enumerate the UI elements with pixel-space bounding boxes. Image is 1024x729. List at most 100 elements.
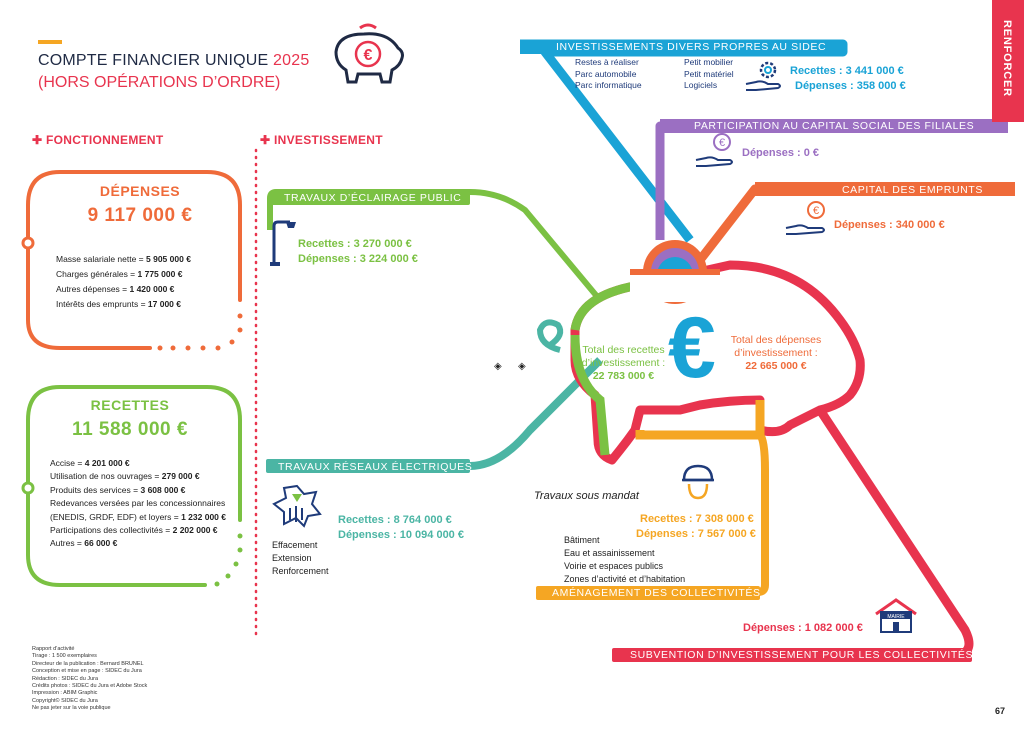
mandat-item: Zones d’activité et d’habitation xyxy=(564,574,686,584)
credit-line: Impression : ABIM Graphic xyxy=(32,690,98,697)
reseaux-list: Effacement Extension Renforcement xyxy=(272,539,329,578)
credit-line: Ne pas jeter sur la voie publique xyxy=(32,705,111,712)
recettes-item: Utilisation de nos ouvrages = 279 000 € xyxy=(50,471,200,482)
total-depenses-label: Total des dépenses d’investissement : xyxy=(730,334,822,359)
mandat-depenses: Dépenses : 7 567 000 € xyxy=(636,528,756,540)
recettes-title: RECETTES xyxy=(90,397,170,413)
depenses-card-node xyxy=(21,236,35,250)
fonctionnement-heading: ✚ FONCTIONNEMENT xyxy=(32,133,164,147)
depenses-amount: 9 117 000 € xyxy=(87,205,193,226)
eclairage-label: TRAVAUX D’ÉCLAIRAGE PUBLIC xyxy=(284,192,462,204)
credit-line: Directeur de la publication : Bernard BR… xyxy=(32,660,144,667)
credit-line: Tirage : 1 500 exemplaires xyxy=(32,653,97,660)
mandat-recettes: Recettes : 7 308 000 € xyxy=(640,513,754,525)
reseaux-item: Extension xyxy=(272,553,312,563)
gear-hand-icon xyxy=(745,61,781,91)
depenses-card-outline xyxy=(26,170,242,350)
depenses-item: Charges générales = 1 775 000 € xyxy=(56,269,183,279)
depenses-item: Autres dépenses = 1 420 000 € xyxy=(56,284,175,294)
depenses-item: Masse salariale nette = 5 905 000 € xyxy=(56,254,191,264)
divers-label: INVESTISSEMENTS DIVERS PROPRES AU SIDEC xyxy=(556,41,827,53)
svg-text:€: € xyxy=(813,205,819,217)
divers-col2: Petit mobilier Petit matériel Logiciels xyxy=(684,57,734,92)
subvention-depenses: Dépenses : 1 082 000 € xyxy=(743,622,863,634)
depenses-item: Intérêts des emprunts = 17 000 € xyxy=(56,299,181,309)
svg-text:€: € xyxy=(719,137,725,149)
euro-symbol: € xyxy=(668,300,716,396)
piggy-eye-icon: ◈ xyxy=(494,361,502,372)
divers-item: Logiciels xyxy=(684,80,718,90)
credit-line: Conception et mise en page : SIDEC du Ju… xyxy=(32,668,142,675)
depenses-card-dots xyxy=(157,313,243,351)
recettes-item: Participations des collectivités = 2 202… xyxy=(50,525,218,536)
depenses-title: DÉPENSES xyxy=(99,183,181,199)
subvention-label: SUBVENTION D’INVESTISSEMENT POUR LES COL… xyxy=(630,649,974,661)
recettes-list: Accise = 4 201 000 € Utilisation de nos … xyxy=(50,457,230,551)
page-subtitle: (HORS OPÉRATIONS D’ORDRE) xyxy=(38,74,281,91)
recettes-card-node xyxy=(21,481,35,495)
section-tab[interactable]: RENFORCER xyxy=(992,0,1024,122)
mandat-item: Voirie et espaces publics xyxy=(564,561,664,571)
credit-line: Rapport d’activité xyxy=(32,646,75,652)
divers-col1: Restes à réaliser Parc automobile Parc i… xyxy=(575,57,642,92)
piggy-bank-icon: € xyxy=(334,23,404,84)
electric-network-icon xyxy=(272,484,322,528)
recettes-item: Redevances versées par les concessionnai… xyxy=(50,498,226,522)
filiales-depenses: Dépenses : 0 € xyxy=(742,147,820,159)
reseaux-depenses: Dépenses : 10 094 000 € xyxy=(338,529,464,541)
reseaux-label: TRAVAUX RÉSEAUX ÉLECTRIQUES xyxy=(278,461,473,473)
divers-depenses: Dépenses : 358 000 € xyxy=(795,80,906,92)
divers-item: Restes à réaliser xyxy=(575,57,639,67)
total-recettes-label: Total des recettes d’investissement : xyxy=(581,344,666,369)
town-hall-icon: MAIRIE xyxy=(875,598,917,633)
recettes-amount: 11 588 000 € xyxy=(72,419,188,440)
page-title: COMPTE FINANCIER UNIQUE 2025 xyxy=(38,52,310,69)
credit-line: Crédits photos : SIDEC du Jura et Adobe … xyxy=(32,683,148,690)
reseaux-item: Effacement xyxy=(272,540,318,550)
total-depenses: Total des dépenses d’investissement : 22… xyxy=(728,334,824,373)
credits: Rapport d’activité Tirage : 1 500 exempl… xyxy=(32,646,147,713)
title-accent-bar xyxy=(38,40,62,44)
recettes-card-outline xyxy=(26,385,242,587)
total-recettes: Total des recettes d’investissement : 22… xyxy=(576,344,671,383)
svg-text:MAIRIE: MAIRIE xyxy=(887,614,905,620)
eclairage-depenses: Dépenses : 3 224 000 € xyxy=(298,253,418,265)
divers-item: Petit mobilier xyxy=(684,57,734,67)
divers-item: Parc informatique xyxy=(575,80,642,90)
divers-item: Petit matériel xyxy=(684,68,734,79)
mandat-list: Bâtiment Eau et assainissement Voirie et… xyxy=(564,534,685,586)
eclairage-recettes: Recettes : 3 270 000 € xyxy=(298,238,412,250)
emprunts-depenses: Dépenses : 340 000 € xyxy=(834,219,945,231)
recettes-item: Autres = 66 000 € xyxy=(50,538,118,549)
page-number: 67 xyxy=(995,706,1006,716)
total-depenses-amount: 22 665 000 € xyxy=(745,360,807,372)
filiales-label: PARTICIPATION AU CAPITAL SOCIAL DES FILI… xyxy=(694,120,975,132)
euro-hand-icon: € xyxy=(695,133,733,167)
lamp-post-icon xyxy=(270,220,296,266)
mandat-title: Travaux sous mandat xyxy=(534,490,639,502)
euro-hand-icon: € xyxy=(785,201,825,235)
piggy-eye-icon: ◈ xyxy=(518,361,526,372)
reseaux-item: Renforcement xyxy=(272,566,329,576)
divers-item: Parc automobile xyxy=(575,68,637,79)
mandat-item: Eau et assainissement xyxy=(564,548,655,558)
piggy-bank-body xyxy=(570,260,865,465)
amenagement-label: AMÉNAGEMENT DES COLLECTIVITÉS xyxy=(552,587,761,599)
depenses-list: Masse salariale nette = 5 905 000 € Char… xyxy=(56,252,191,312)
svg-text:€: € xyxy=(364,47,373,64)
recettes-card-dots xyxy=(214,533,243,587)
investissement-heading: ✚ INVESTISSEMENT xyxy=(260,133,383,147)
credit-line: Rédaction : SIDEC du Jura xyxy=(32,675,99,682)
credit-line: Copyright© SIDEC du Jura xyxy=(32,697,98,704)
divers-recettes: Recettes : 3 441 000 € xyxy=(790,65,904,77)
emprunts-label: CAPITAL DES EMPRUNTS xyxy=(842,184,983,196)
worker-helmet-icon xyxy=(682,464,714,500)
recettes-item: Produits des services = 3 608 000 € xyxy=(50,484,186,495)
mandat-item: Bâtiment xyxy=(564,535,600,545)
total-recettes-amount: 22 783 000 € xyxy=(592,370,655,382)
reseaux-recettes: Recettes : 8 764 000 € xyxy=(338,514,452,526)
recettes-item: Accise = 4 201 000 € xyxy=(50,458,130,468)
reseaux-line xyxy=(469,357,603,470)
